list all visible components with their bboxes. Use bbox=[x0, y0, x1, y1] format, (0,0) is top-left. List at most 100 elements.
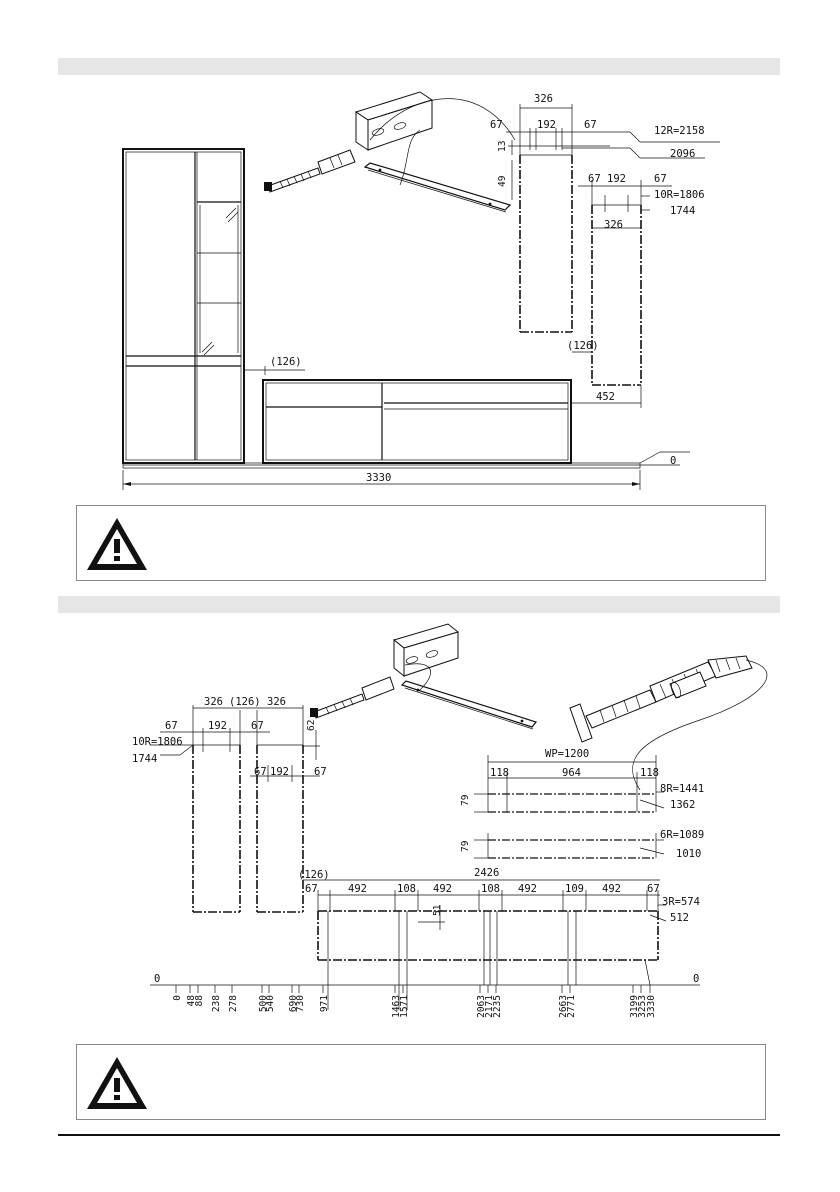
section-2-header-band bbox=[58, 596, 780, 613]
lower-left-offset-label: 67 bbox=[588, 173, 601, 185]
mid-offset-a-label: 67 bbox=[254, 766, 267, 778]
lower-spacing-label: 192 bbox=[607, 173, 626, 185]
cabinet-gap-label: (126) bbox=[270, 356, 302, 368]
upper-panel-height-label: 1362 bbox=[670, 799, 695, 811]
upper-spacing-label: 192 bbox=[537, 119, 556, 131]
lower-width-label: 326 bbox=[604, 219, 623, 231]
mid-spacing-label: 192 bbox=[270, 766, 289, 778]
baseline-tick-label: 2771 bbox=[566, 995, 577, 1018]
sideboard-outline bbox=[303, 879, 667, 961]
upper-left-offset-label: 67 bbox=[490, 119, 503, 131]
panel-edge-b-label: 118 bbox=[640, 767, 659, 779]
seg-492a-label: 492 bbox=[348, 883, 367, 895]
left-spacing-label: 192 bbox=[208, 720, 227, 732]
baseline-tick-label: 0 bbox=[172, 995, 183, 1001]
hanging-rail-icon bbox=[400, 680, 538, 730]
baseline-tick-label: 3330 bbox=[646, 995, 657, 1018]
left-unit-width-a-label: 326 bbox=[204, 696, 223, 708]
unit-gap-label: (126) bbox=[567, 340, 599, 352]
baseline-ticks bbox=[175, 985, 651, 993]
mounting-outline-1 bbox=[506, 104, 720, 333]
baseline-tick-label: 88 bbox=[194, 995, 205, 1007]
screw-icon bbox=[264, 149, 356, 193]
baseline-tick-label: 278 bbox=[228, 995, 239, 1012]
wall-plug-icon bbox=[569, 655, 753, 743]
sideboard-drill-label: 3R=574 bbox=[662, 896, 700, 908]
upper-v49-label: 49 bbox=[497, 175, 508, 187]
baseline-tick-label: 2235 bbox=[492, 995, 503, 1018]
left-offset-a-label: 67 bbox=[165, 720, 178, 732]
wall-panel-lower bbox=[474, 833, 665, 859]
baseline-zero-right-label: 0 bbox=[693, 973, 699, 985]
left-offset-b-label: 67 bbox=[251, 720, 264, 732]
panel-edge-a-label: 118 bbox=[490, 767, 509, 779]
upper-panel-v79-label: 79 bbox=[460, 794, 471, 806]
seg-67b-label: 67 bbox=[647, 883, 660, 895]
wall-panel-width-label: WP=1200 bbox=[545, 748, 589, 760]
hanging-rail-icon bbox=[363, 162, 512, 213]
sideboard-offset-label: (126) bbox=[298, 869, 330, 881]
total-width-label: 3330 bbox=[366, 472, 391, 484]
zero-level-label: 0 bbox=[670, 455, 676, 467]
upper-width-label: 326 bbox=[534, 93, 553, 105]
lower-panel-height-label: 1010 bbox=[676, 848, 701, 860]
baseline-tick-label: 500 bbox=[258, 995, 269, 1012]
seg-492c-label: 492 bbox=[518, 883, 537, 895]
sideboard-total-label: 2426 bbox=[474, 867, 499, 879]
baseline-tick-label: 3253 bbox=[637, 995, 648, 1018]
sideboard bbox=[262, 379, 572, 464]
wall-rail-icon bbox=[392, 623, 460, 678]
seg-492d-label: 492 bbox=[602, 883, 621, 895]
upper-v13-label: 13 bbox=[497, 141, 508, 152]
baseline-zero-left-label: 0 bbox=[154, 973, 160, 985]
baseline-tick-label: 48 bbox=[186, 995, 197, 1007]
warning-triangle-icon bbox=[87, 1057, 147, 1109]
lower-drill-height-label: 10R=1806 bbox=[654, 189, 705, 201]
tick-leaders bbox=[327, 911, 651, 1010]
baseline-tick-label: 1571 bbox=[399, 995, 410, 1018]
seg-108b-label: 108 bbox=[481, 883, 500, 895]
baseline-tick-label: 540 bbox=[265, 995, 276, 1012]
sideboard-offset-label: 452 bbox=[596, 391, 615, 403]
left-v62-label: 62 bbox=[306, 720, 317, 731]
section-1-header-band bbox=[58, 58, 780, 75]
lower-right-offset-label: 67 bbox=[654, 173, 667, 185]
seg-109-label: 109 bbox=[565, 883, 584, 895]
left-unit-width-b-label: 326 bbox=[267, 696, 286, 708]
baseline-tick-label: 2063 bbox=[476, 995, 487, 1018]
baseline-tick-label: 2171 bbox=[484, 995, 495, 1018]
mounting-outline-2 bbox=[572, 180, 672, 408]
mounting-outline-left bbox=[150, 705, 320, 913]
warning-box-1 bbox=[76, 505, 766, 581]
screw-icon bbox=[310, 676, 395, 719]
upper-drill-height-label: 12R=2158 bbox=[654, 125, 705, 137]
footer-rule bbox=[58, 1134, 780, 1136]
baseline-tick-label: 971 bbox=[319, 995, 330, 1012]
baseline-tick-label: 690 bbox=[288, 995, 299, 1012]
baseline-tick-label: 2663 bbox=[558, 995, 569, 1018]
baseline-tick-label: 3199 bbox=[629, 995, 640, 1018]
baseline-tick-label: 730 bbox=[295, 995, 306, 1012]
left-unit-gap-label: (126) bbox=[229, 696, 261, 708]
section-1-diagram: 3330 0 (126) bbox=[122, 91, 720, 490]
tall-cabinet bbox=[122, 148, 245, 464]
sideboard-rail-height-label: 512 bbox=[670, 912, 689, 924]
left-drill-height-label: 10R=1806 bbox=[132, 736, 183, 748]
mid-offset-b-label: 67 bbox=[314, 766, 327, 778]
left-rail-height-label: 1744 bbox=[132, 753, 157, 765]
upper-panel-drill-label: 8R=1441 bbox=[660, 783, 704, 795]
sideboard-small-v-label: 51 bbox=[432, 904, 443, 916]
lower-rail-height-label: 1744 bbox=[670, 205, 695, 217]
wall-rail-icon bbox=[354, 91, 434, 151]
section-2-diagram: 326 (126) 326 67 192 67 10R=1806 1744 62… bbox=[132, 623, 768, 1018]
floor-line bbox=[122, 451, 690, 490]
lower-panel-v79-label: 79 bbox=[460, 840, 471, 852]
warning-box-2 bbox=[76, 1044, 766, 1120]
baseline-tick-label: 1463 bbox=[391, 995, 402, 1018]
seg-67a-label: 67 bbox=[305, 883, 318, 895]
seg-108a-label: 108 bbox=[397, 883, 416, 895]
wall-panel-upper bbox=[474, 755, 665, 813]
upper-rail-height-label: 2096 bbox=[670, 148, 695, 160]
baseline-tick-label: 238 bbox=[211, 995, 222, 1012]
